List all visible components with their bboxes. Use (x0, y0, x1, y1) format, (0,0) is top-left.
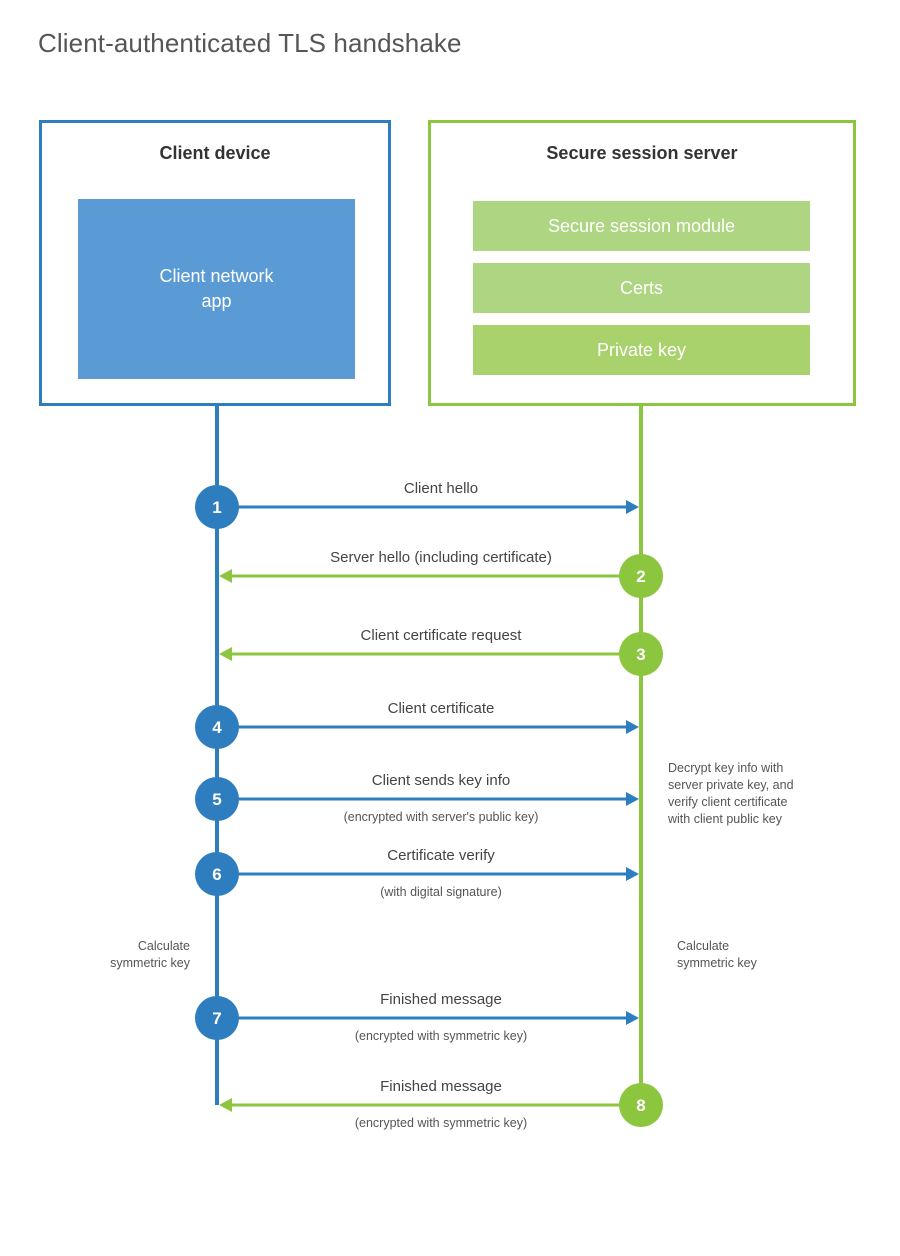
step-8-badge[interactable] (619, 1083, 663, 1127)
step-1-arrow-head-icon (626, 500, 639, 514)
step-8-number: 8 (636, 1096, 645, 1115)
step-3[interactable]: 3 Client certificate request (219, 627, 663, 676)
step-5-number: 5 (212, 790, 221, 809)
step-3-badge[interactable] (619, 632, 663, 676)
secure-session-server-box: Secure session server Secure session mod… (428, 120, 856, 406)
step-6-number: 6 (212, 865, 221, 884)
step-2-badge[interactable] (619, 554, 663, 598)
step-5-sublabel: (encrypted with server's public key) (344, 810, 539, 824)
step-1[interactable]: 1 Client hello (195, 480, 639, 529)
step-6-label: Certificate verify (387, 847, 495, 864)
step-7[interactable]: 7 Finished message (encrypted with symmetr… (195, 991, 639, 1043)
server-component-private-key: Private key (473, 325, 810, 375)
page-title: Client-authenticated TLS handshake (38, 28, 462, 58)
step-1-badge[interactable] (195, 485, 239, 529)
step-8-label: Finished message (380, 1078, 502, 1095)
step-2-label: Server hello (including certificate) (330, 549, 552, 566)
step-6[interactable]: 6 Certificate verify (with digital signatu… (195, 847, 639, 899)
step-4-number: 4 (212, 718, 222, 737)
step-1-label: Client hello (404, 480, 478, 497)
server-component-secure-session-module: Secure session module (473, 201, 810, 251)
step-7-label: Finished message (380, 991, 502, 1008)
step-3-label: Client certificate request (361, 627, 523, 644)
step-5-arrow-head-icon (626, 792, 639, 806)
step-8-arrow-head-icon (219, 1098, 232, 1112)
step-7-number: 7 (212, 1009, 221, 1028)
step-4-badge[interactable] (195, 705, 239, 749)
step-6-sublabel: (with digital signature) (380, 885, 502, 899)
step-3-arrow-head-icon (219, 647, 232, 661)
steps-group: 1 Client hello 2 Server hello (including ce… (195, 480, 663, 1130)
step-5-label: Client sends key info (372, 772, 510, 789)
step-3-number: 3 (636, 645, 645, 664)
server-component-certs: Certs (473, 263, 810, 313)
client-network-app-block: Client network app (78, 199, 355, 379)
step-5[interactable]: 5 Client sends key info (encrypted with se… (195, 772, 639, 824)
step-2[interactable]: 2 Server hello (including certificate) (219, 549, 663, 598)
step-7-arrow-head-icon (626, 1011, 639, 1025)
client-network-app-label: Client network app (159, 266, 274, 311)
step-2-arrow-head-icon (219, 569, 232, 583)
step-7-badge[interactable] (195, 996, 239, 1040)
step-4[interactable]: 4 Client certificate (195, 700, 639, 749)
secure-session-server-title: Secure session server (546, 143, 738, 163)
step-7-sublabel: (encrypted with symmetric key) (355, 1029, 527, 1043)
client-device-title: Client device (159, 143, 271, 163)
step-8-sublabel: (encrypted with symmetric key) (355, 1116, 527, 1130)
step-6-badge[interactable] (195, 852, 239, 896)
step-5-badge[interactable] (195, 777, 239, 821)
step-2-number: 2 (636, 567, 645, 586)
client-device-box: Client device Client network app (39, 120, 391, 406)
step-8[interactable]: 8 Finished message (encrypted with symmetr… (219, 1078, 663, 1130)
step-6-arrow-head-icon (626, 867, 639, 881)
step-4-arrow-head-icon (626, 720, 639, 734)
step-1-number: 1 (212, 498, 221, 517)
step-4-label: Client certificate (388, 700, 495, 717)
